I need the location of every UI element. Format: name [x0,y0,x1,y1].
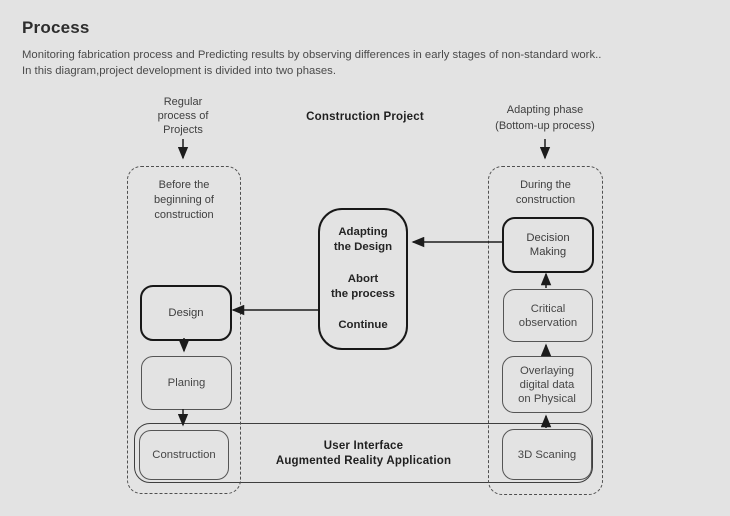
hub-option-abort: Abort the process [331,272,395,300]
node-overlaying-digital-data: Overlaying digital data on Physical [502,356,592,413]
label-construction-project: Construction Project [306,111,424,123]
ui-container-line2: Augmented Reality Application [275,454,452,467]
node-design: Design [140,285,232,341]
label-adapting-phase: Adapting phase (Bottom-up process) [495,104,595,132]
node-critical-observation: Critical observation [503,289,593,342]
page-title: Process [22,18,90,37]
node-3d-scaning: 3D Scaning [502,429,592,480]
phase-during-label: During the construction [515,179,576,206]
hub-option-adapting: Adapting the Design [333,226,393,253]
page-description: Monitoring fabrication process and Predi… [22,48,601,79]
label-regular-process: Regular process of Projects [157,96,209,136]
description-line-1: Monitoring fabrication process and Predi… [22,49,602,61]
phase-before-label: Before the beginning of construction [154,179,214,221]
node-adapting-hub: Adapting the Design Abort the process Co… [318,208,408,350]
phase-before-construction-container: Before the beginning of construction [127,166,241,494]
node-construction: Construction [139,430,229,480]
ui-container-line1: User Interface [323,439,404,452]
phase-during-construction-container: During the construction [488,166,603,495]
description-line-2: In this diagram,project development is d… [22,64,336,77]
node-decision-making: Decision Making [502,217,594,273]
hub-option-continue: Continue [338,319,388,331]
ui-ar-container: User Interface Augmented Reality Applica… [134,423,593,483]
node-planing: Planing [141,356,232,410]
